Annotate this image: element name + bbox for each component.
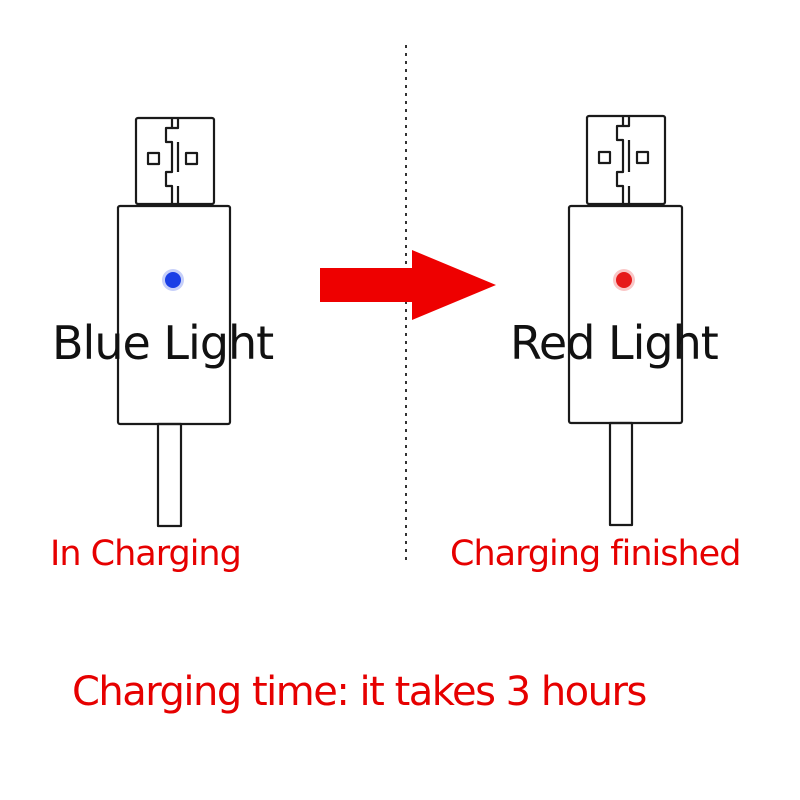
usb-plug-icon xyxy=(134,116,216,206)
usb-plug-icon xyxy=(585,114,667,206)
usb-charger-body xyxy=(567,204,684,425)
led-glow-red xyxy=(613,269,635,291)
led-indicator-blue xyxy=(165,272,181,288)
usb-cable xyxy=(608,421,634,527)
charging-time-note: Charging time: it takes 3 hours xyxy=(72,669,647,715)
usb-charger-body xyxy=(116,204,232,426)
led-indicator-red xyxy=(616,272,632,288)
usb-charger-blue-state xyxy=(116,116,232,528)
red-light-label: Red Light xyxy=(510,316,719,370)
blue-light-label: Blue Light xyxy=(52,316,274,370)
usb-charger-red-state xyxy=(567,114,684,527)
in-charging-label: In Charging xyxy=(50,534,242,574)
led-glow-blue xyxy=(162,269,184,291)
arrow-right-icon xyxy=(320,250,496,320)
usb-cable xyxy=(156,422,183,528)
charging-finished-label: Charging finished xyxy=(450,534,741,574)
